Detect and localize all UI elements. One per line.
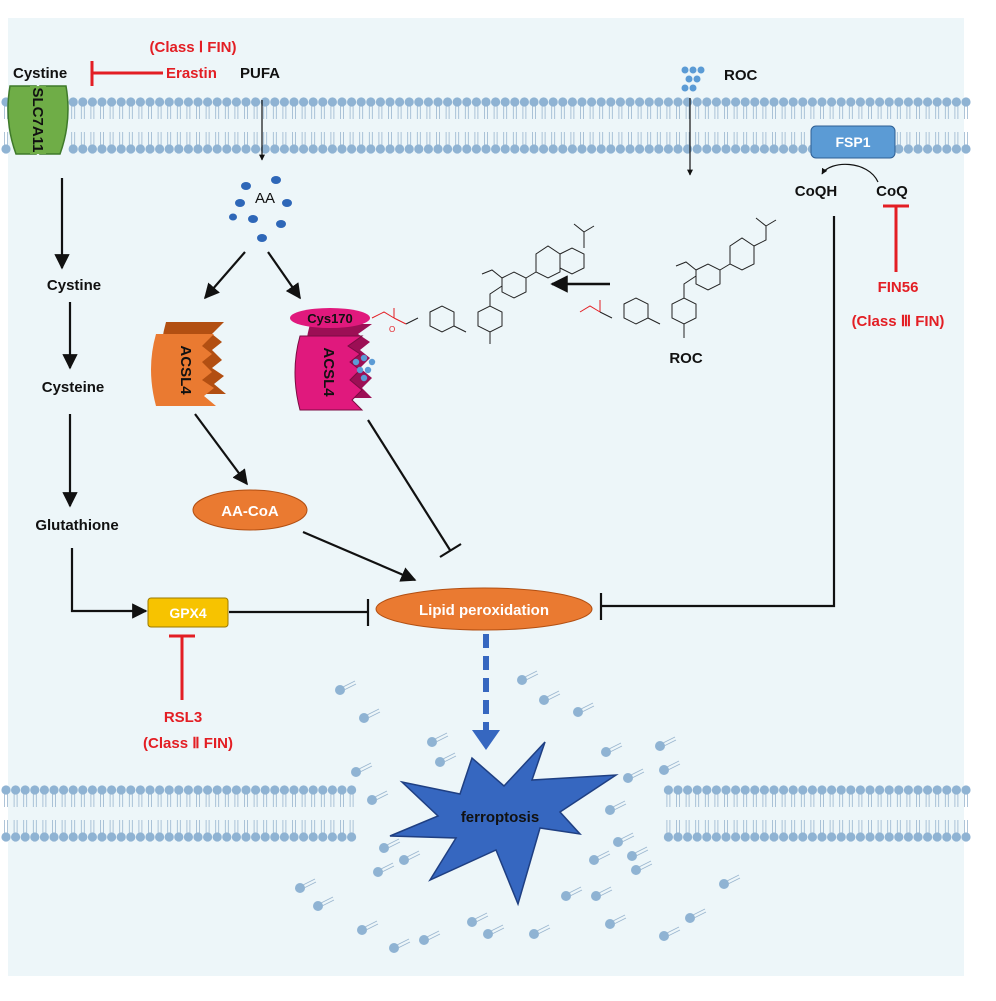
aacoa-node [192,489,308,531]
fin56-inhibition [883,204,909,272]
class3-fin-label: (Class Ⅲ FIN) [852,313,945,330]
gpx4-inhibits-lipid-perox [229,599,370,626]
lipid-peroxidation-node [375,587,593,631]
arrow-aa-to-acsl4 [203,251,246,300]
ferroptosis-label: ferroptosis [461,809,539,826]
aa-molecules [229,176,292,242]
roc-free-structure [579,217,777,338]
ferroptosis-burst [389,741,619,907]
roc-top-label: ROC [724,67,758,84]
gpx4-box [147,597,229,628]
cys170-site [290,308,370,328]
slc7a11-transporter: SLC7A11 [7,85,69,155]
roc-bound-structure [371,223,595,344]
coqh-inhibits-lipid-perox [599,216,836,620]
arrow-aa-to-acsl4-bound [267,251,301,300]
pufa-label: PUFA [240,65,280,82]
lipid-peroxidation-label: Lipid peroxidation [419,602,549,619]
acsl4-bound-label: ACSL4 [320,347,337,397]
erastin-label: Erastin [166,65,217,82]
fin56-label: FIN56 [878,279,919,296]
cys170-label: Cys170 [307,311,353,326]
coqh-label: CoQH [795,183,838,200]
rsl3-inhibition [169,634,195,700]
erastin-inhibition [90,61,163,86]
cystine-outside-label: Cystine [13,65,67,82]
arrow-aacoa-to-lipid-perox [302,530,417,582]
bottom-membrane [1,785,971,842]
acsl4-enzyme: ACSL4 [151,322,226,406]
aa-label: AA [255,190,275,207]
arrow-glutathione-to-gpx4 [70,548,148,619]
roc-bound-o: O [389,325,395,334]
glutathione-label: Glutathione [35,517,118,534]
class1-fin-label: (Class Ⅰ FIN) [150,39,237,56]
cysteine-label: Cysteine [42,379,105,396]
roc-dots [681,66,705,92]
fsp1-label: FSP1 [835,134,870,150]
dashed-arrowhead [472,730,500,750]
coq-label: CoQ [876,183,908,200]
fsp1-box [810,125,896,159]
arrow-acsl4-to-aacoa [194,413,248,486]
gpx4-label: GPX4 [169,605,207,621]
scattered-lipids [295,670,741,953]
acsl4-bound-inhibition [367,419,462,558]
acsl4-label: ACSL4 [177,345,194,395]
slc7a11-label: SLC7A11 [29,87,46,152]
rsl3-label: RSL3 [164,709,202,726]
aacoa-label: AA-CoA [221,503,279,520]
cystine-label: Cystine [47,277,101,294]
coq-reduction-arrow [821,163,879,183]
acsl4-bound-enzyme: ACSL4 [294,324,376,411]
class2-fin-label: (Class Ⅱ FIN) [143,735,233,752]
roc-molecule-label: ROC [669,350,703,367]
